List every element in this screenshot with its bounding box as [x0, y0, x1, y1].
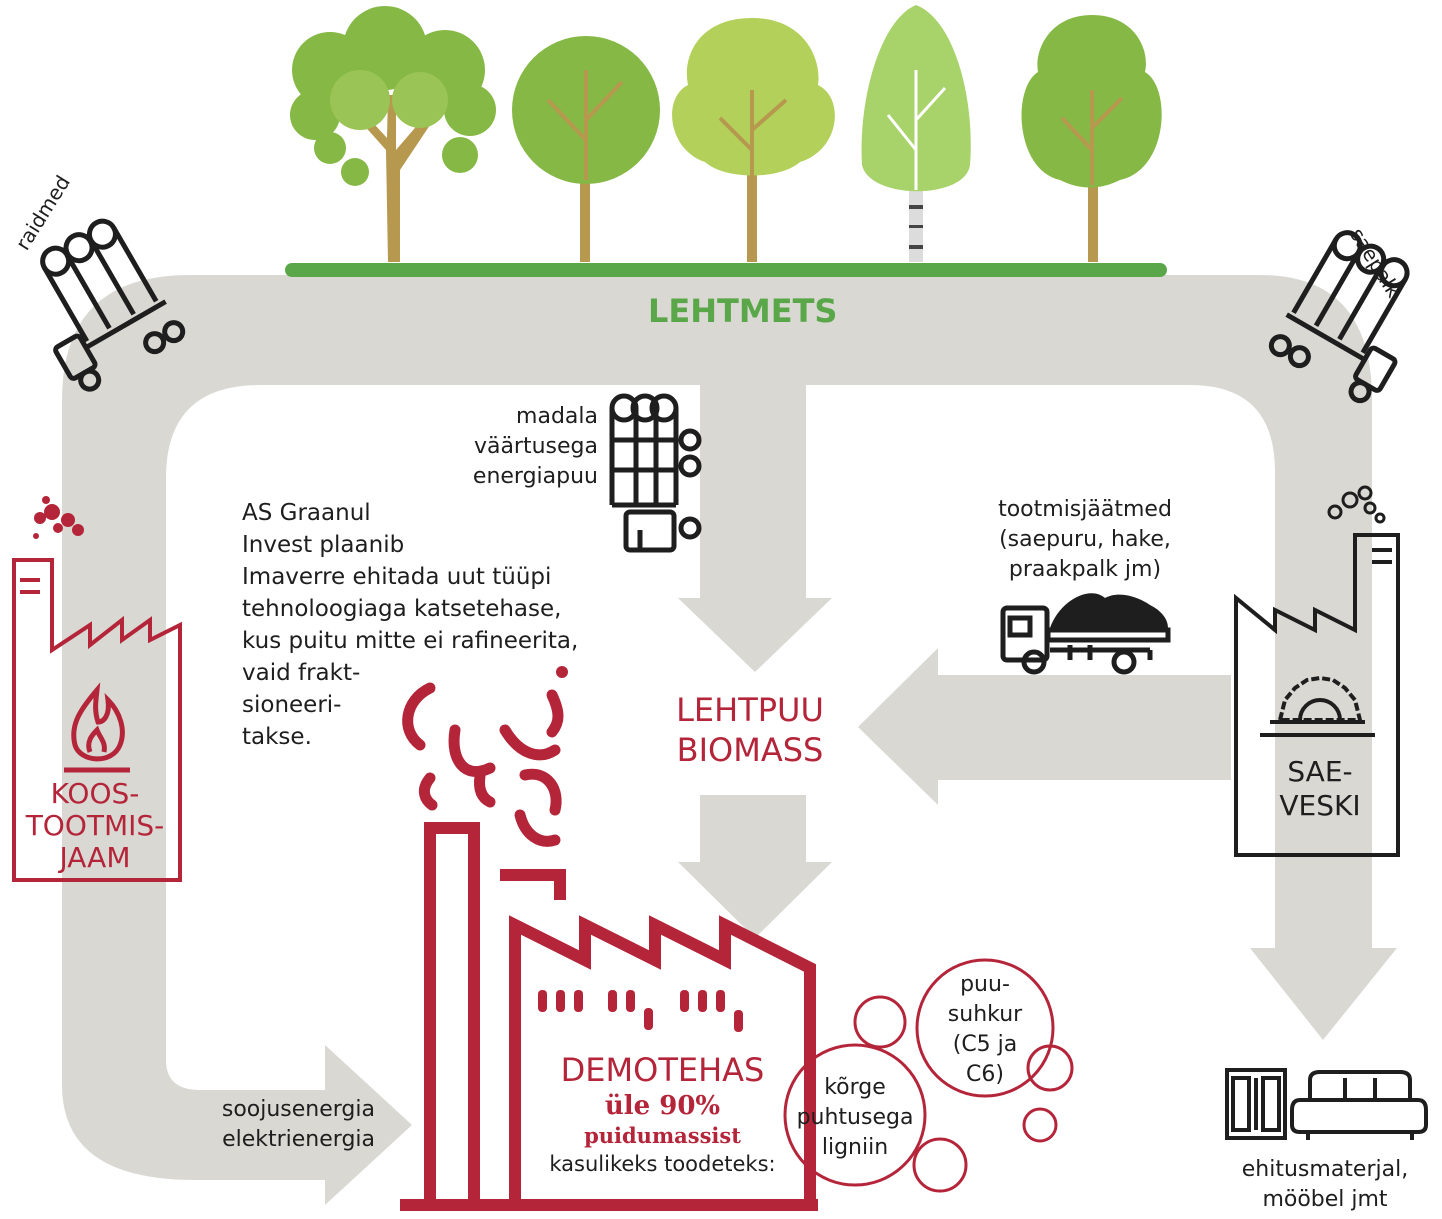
demo-shaft — [700, 795, 806, 865]
tree-icon — [512, 36, 660, 262]
biomass-arrowhead — [678, 598, 832, 672]
demo-products: kasulikeks toodeteks: — [549, 1152, 776, 1176]
product-bubbles — [783, 958, 1074, 1193]
plan-text: AS Graanul Invest plaanib Imaverre ehita… — [242, 500, 579, 750]
demo-factory-windows — [538, 990, 743, 1032]
demo-label: DEMOTEHAS üle 90% puidumassist kasulikek… — [530, 1050, 795, 1178]
tree-icon — [861, 5, 971, 262]
sugar-bubble — [915, 958, 1055, 1098]
smoke-puffs — [1327, 485, 1386, 524]
lignin-label: kõrge puhtusega ligniin — [796, 1075, 914, 1160]
residues-label: tootmisjäätmed (saepuru, hake, praakpalk… — [998, 497, 1172, 582]
demo-arrowhead — [678, 862, 832, 938]
saw-blade-icon — [1277, 675, 1363, 722]
smoke-puffs — [33, 496, 84, 539]
sugar-label: puu- suhkur (C5 ja C6) — [947, 972, 1023, 1087]
flow-arrows — [62, 275, 1397, 1205]
chp-factory-icon — [12, 558, 182, 882]
demo-title: DEMOTEHAS — [560, 1051, 765, 1089]
materials-arrowhead — [1250, 948, 1397, 1040]
loop-band — [62, 275, 1372, 1180]
wood-chips-pile — [1050, 593, 1168, 628]
forest-ground — [285, 263, 1167, 277]
demo-smoke — [402, 682, 564, 847]
forest-shaft — [700, 385, 806, 600]
energy-arrowhead — [325, 1045, 412, 1205]
demo-factory-icon — [400, 822, 818, 1211]
demo-percent: üle 90% — [604, 1091, 721, 1121]
chip-truck-icon — [1000, 605, 1171, 675]
tree-icon — [1021, 15, 1162, 262]
energy-out-label: soojusenergia elektrienergia — [221, 1097, 375, 1152]
lignin-bubble — [783, 1043, 927, 1187]
sofa-icon — [1290, 1070, 1428, 1140]
residue-shaft — [935, 675, 1231, 780]
forest-label: LEHTMETS — [648, 292, 838, 330]
sawmill-label: SAE- VESKI — [1279, 755, 1361, 822]
log-truck-icon — [40, 218, 186, 392]
log-truck-icon — [609, 393, 702, 553]
biomass-label: LEHTPUU BIOMASS — [676, 691, 824, 769]
residue-arrowhead — [858, 648, 938, 805]
energy-wood-label: madala väärtusega energiapuu — [472, 404, 598, 489]
demo-mass: puidumassist — [584, 1123, 741, 1148]
tree-icon — [290, 6, 496, 262]
tree-icon — [672, 18, 835, 262]
materials-label: ehitusmaterjal, mööbel jmt — [1241, 1157, 1409, 1212]
flame-icon — [64, 682, 130, 773]
chp-label: KOOS- TOOTMIS- JAAM — [25, 777, 165, 874]
forest — [285, 5, 1167, 277]
log-truck-icon — [1268, 230, 1410, 404]
cabinet-icon — [1225, 1068, 1287, 1140]
